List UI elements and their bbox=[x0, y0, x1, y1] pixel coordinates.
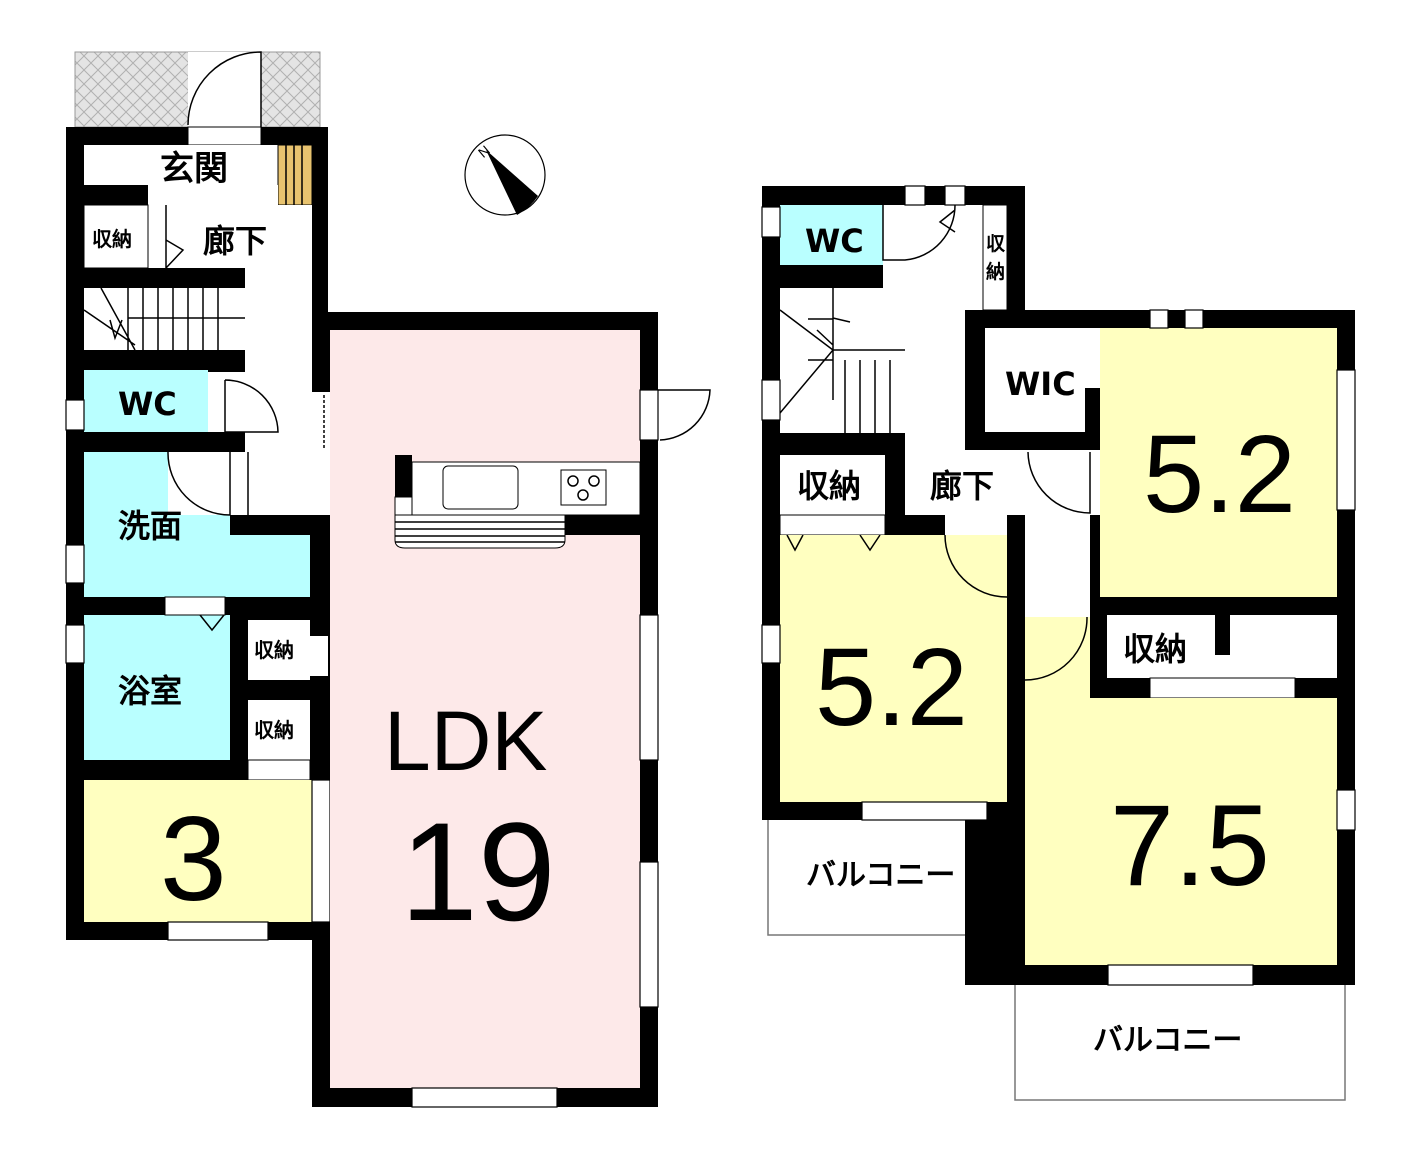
genkan-room bbox=[84, 145, 278, 185]
window bbox=[1184, 309, 1204, 329]
storage-door[interactable] bbox=[310, 636, 328, 676]
hallway-label: 廊下 bbox=[203, 222, 267, 260]
staircase-2f[interactable] bbox=[779, 288, 905, 433]
entrance-door-swing bbox=[187, 51, 262, 127]
floor-2: バルコニー バルコニー WC 収 納 廊下 WIC bbox=[761, 185, 1356, 1101]
bedroom-5-2-right bbox=[1100, 328, 1337, 597]
storage-vertical bbox=[982, 204, 1008, 311]
ldk-door-gap[interactable] bbox=[312, 392, 330, 515]
wc-2f bbox=[780, 205, 883, 265]
balcony-right-label: バルコニー bbox=[1093, 1023, 1242, 1058]
bathroom bbox=[84, 615, 230, 760]
room-left-size: 5.2 bbox=[815, 626, 968, 749]
storage-bath-lower-label: 収納 bbox=[254, 718, 294, 742]
balcony-right bbox=[1014, 979, 1346, 1101]
room-3-size: 3 bbox=[160, 792, 227, 926]
window bbox=[65, 624, 85, 664]
ldk-label: LDK bbox=[384, 694, 547, 788]
storage-entry bbox=[83, 204, 149, 269]
storage-bath-upper bbox=[248, 620, 310, 680]
window bbox=[1107, 964, 1254, 986]
storage-left bbox=[780, 455, 885, 515]
walk-in-closet bbox=[985, 328, 1085, 432]
washroom bbox=[228, 535, 310, 597]
wc-1f-label: WC bbox=[118, 385, 177, 423]
storage-door[interactable] bbox=[779, 514, 886, 536]
genkan-step-wood bbox=[277, 144, 313, 206]
hallway-1f bbox=[148, 185, 278, 205]
bedroom-7-5 bbox=[1025, 698, 1337, 965]
room-large-size: 7.5 bbox=[1110, 782, 1270, 910]
staircase-1f[interactable] bbox=[83, 287, 245, 351]
window bbox=[904, 185, 926, 206]
window bbox=[1149, 309, 1169, 329]
window bbox=[761, 379, 781, 421]
storage-door[interactable] bbox=[247, 759, 311, 781]
storage-bath-upper-label: 収納 bbox=[254, 638, 294, 662]
window bbox=[944, 185, 966, 206]
storage-left-label: 収納 bbox=[797, 467, 861, 505]
hallway-2f bbox=[905, 450, 1100, 515]
window bbox=[1336, 369, 1356, 511]
window bbox=[861, 801, 988, 821]
room-3-jo bbox=[84, 780, 312, 922]
window bbox=[761, 206, 781, 238]
window bbox=[167, 921, 269, 941]
washroom-door-gap[interactable] bbox=[168, 452, 248, 515]
bathroom-label: 浴室 bbox=[118, 672, 182, 710]
storage-entry-label: 収納 bbox=[92, 227, 132, 251]
window bbox=[411, 1087, 558, 1108]
door-swing bbox=[944, 534, 1008, 598]
entrance-door-gap bbox=[187, 126, 262, 146]
door-gap[interactable] bbox=[1025, 597, 1090, 617]
bedroom-5-2-left bbox=[780, 535, 1007, 802]
compass-icon: N bbox=[464, 134, 546, 216]
wc-1f bbox=[84, 370, 208, 432]
wc-2f-label: WC bbox=[805, 222, 864, 260]
ldk-room bbox=[330, 330, 640, 1088]
storage-door[interactable] bbox=[1149, 677, 1296, 699]
storage-bath-lower bbox=[248, 700, 310, 760]
window bbox=[1336, 789, 1356, 831]
room-right-size: 5.2 bbox=[1143, 413, 1296, 536]
wc-door-swing bbox=[224, 379, 279, 433]
stove-icon bbox=[560, 469, 607, 506]
storage-right-label: 収納 bbox=[1123, 630, 1187, 668]
ldk-size: 19 bbox=[400, 793, 556, 950]
window bbox=[311, 779, 331, 923]
door-swing bbox=[1024, 616, 1088, 681]
wc-door-gap[interactable] bbox=[208, 372, 245, 432]
hallway-2f bbox=[1025, 510, 1090, 600]
door-swing bbox=[1027, 451, 1091, 514]
hallway-2f-label: 廊下 bbox=[930, 467, 994, 505]
balcony-left-label: バルコニー bbox=[806, 858, 955, 893]
storage-vertical-label-1: 収 bbox=[986, 233, 1006, 255]
floor-1: 玄関 廊下 収納 WC 洗面 浴室 収納 bbox=[65, 51, 711, 1108]
window bbox=[65, 399, 85, 431]
sink-icon bbox=[442, 465, 519, 510]
window bbox=[639, 861, 659, 1008]
kitchen-counter bbox=[394, 455, 641, 549]
bathroom-door[interactable] bbox=[164, 596, 226, 616]
wic-label: WIC bbox=[1005, 365, 1076, 403]
window bbox=[639, 389, 659, 441]
window bbox=[761, 624, 781, 664]
window bbox=[65, 544, 85, 584]
washroom-label: 洗面 bbox=[118, 507, 182, 545]
storage-vertical-label-2: 納 bbox=[986, 260, 1005, 283]
genkan-label: 玄関 bbox=[160, 149, 228, 189]
window bbox=[639, 614, 659, 761]
washroom-door-swing bbox=[167, 451, 249, 516]
hallway-1f bbox=[245, 268, 312, 515]
ldk-exterior-door-swing bbox=[658, 389, 711, 441]
door-gap[interactable] bbox=[945, 515, 1007, 535]
